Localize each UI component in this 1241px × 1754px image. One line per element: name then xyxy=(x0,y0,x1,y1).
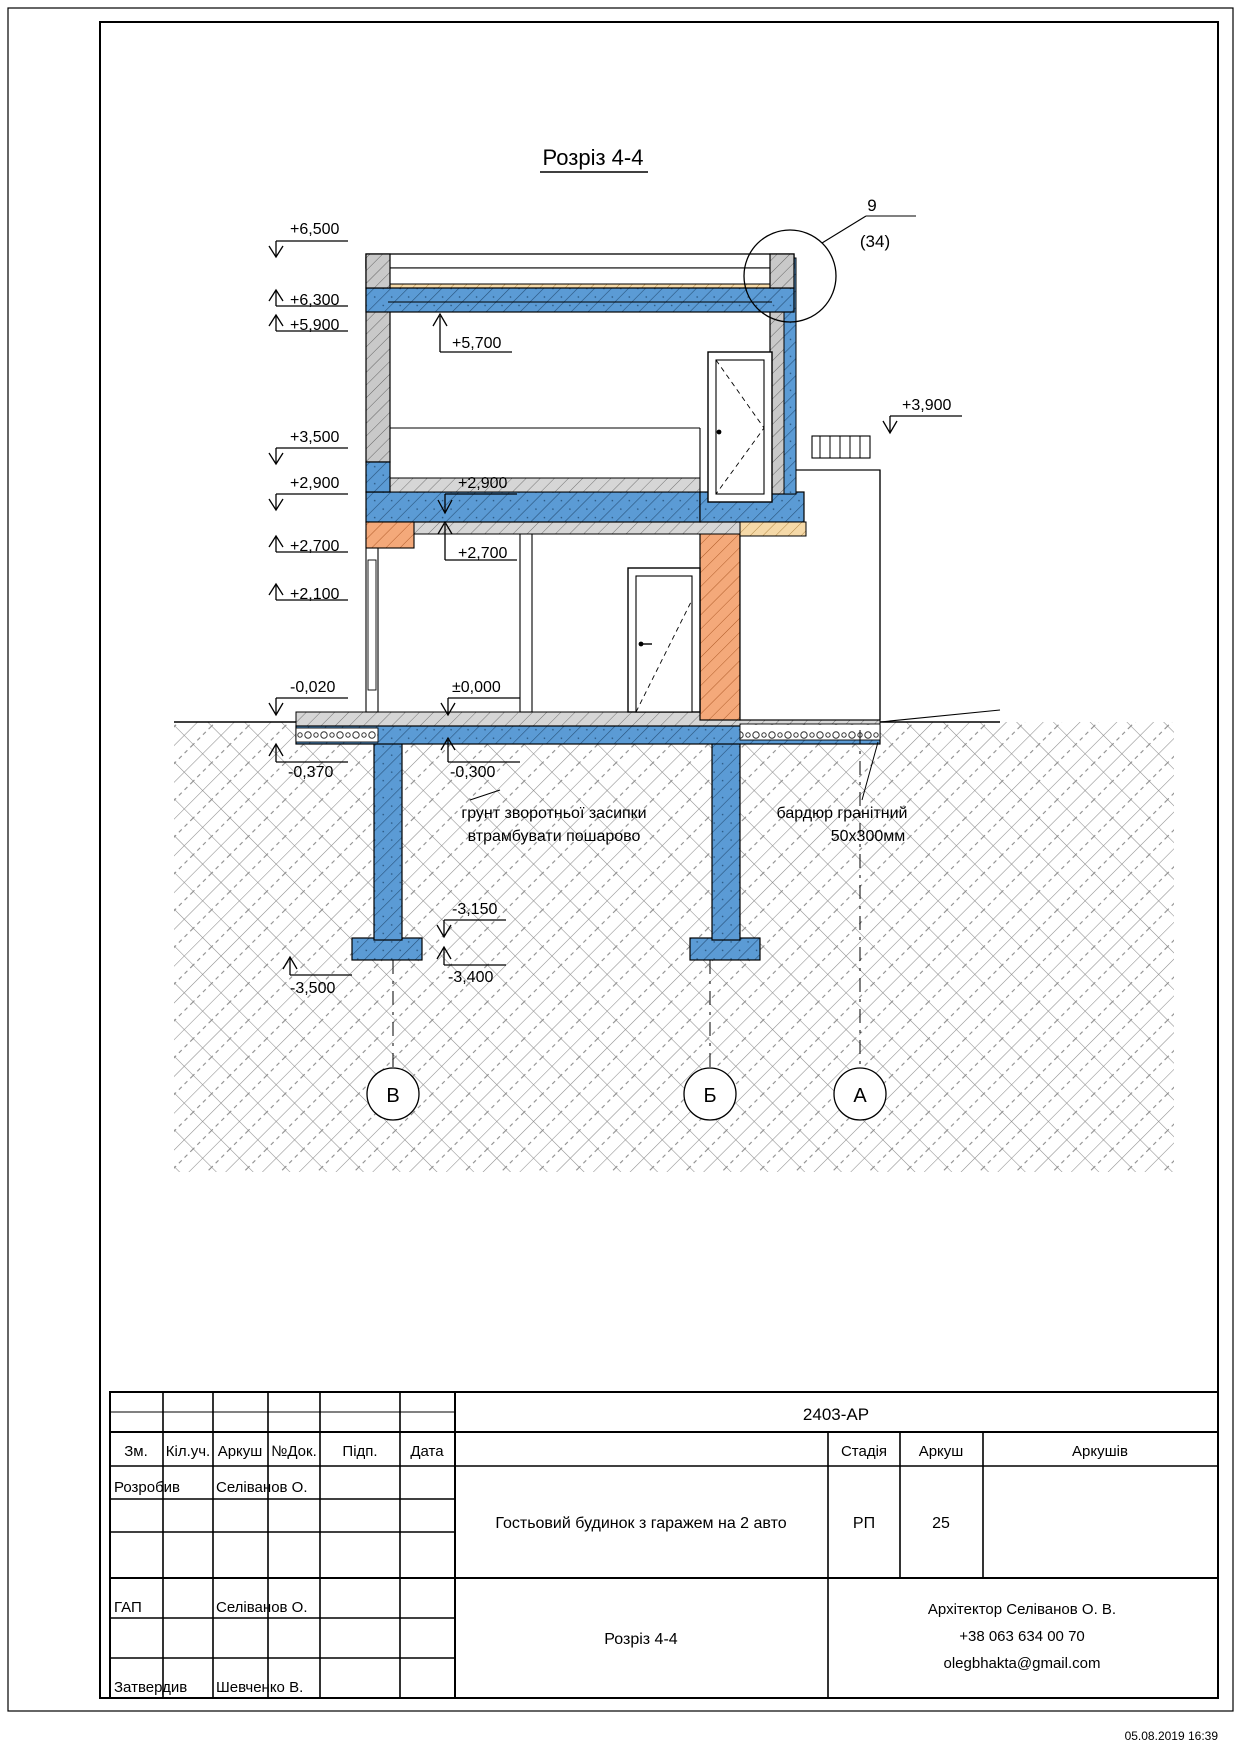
railing xyxy=(811,435,871,459)
level-marker: -3,400 xyxy=(436,945,506,986)
level-marker: +3,900 xyxy=(882,397,962,435)
role-label-0: Розробив xyxy=(114,1479,180,1496)
annotation-backfill-line1: грунт зворотньої засипки xyxy=(461,805,646,822)
level-label-inner-6: -3,400 xyxy=(448,969,493,986)
axis-bubble: Б xyxy=(683,1067,737,1121)
level-label-left-6: +2,100 xyxy=(290,586,339,603)
column-header-stadia: Стадія xyxy=(841,1443,887,1460)
level-marker: +2,700 xyxy=(437,520,517,562)
level-marker: ±0,000 xyxy=(440,679,520,717)
level-label-left-7: -0,020 xyxy=(290,679,335,696)
level-marker: +2,100 xyxy=(268,582,348,603)
title-block-sheet-name: Розріз 4-4 xyxy=(604,1631,677,1648)
level-label-inner-5: -3,150 xyxy=(452,901,497,918)
column-header-data: Дата xyxy=(410,1443,444,1460)
annotation-curb-line1: бардюр гранітний xyxy=(777,805,908,822)
role-label-1: ГАП xyxy=(114,1599,142,1616)
level-label-left-3: +3,500 xyxy=(290,429,339,446)
level-marker: +2,700 xyxy=(268,534,348,555)
axis-label-В: В xyxy=(386,1085,399,1107)
column-header-kil-uch: Кіл.уч. xyxy=(166,1443,210,1460)
detail-callout-reference: (34) xyxy=(860,232,890,251)
elevation-markers-left: +6,500 +6,300 +5,900 +3,500 +2,9 xyxy=(268,221,352,997)
column-header-pidp: Підп. xyxy=(342,1443,377,1460)
architect-name: Архітектор Селіванов О. В. xyxy=(928,1601,1116,1618)
level-label-left-4: +2,900 xyxy=(290,475,339,492)
drawing-title-text: Розріз 4-4 xyxy=(543,145,644,170)
level-label-inner-3: ±0,000 xyxy=(452,679,501,696)
column-header-arkushiv: Аркушів xyxy=(1072,1443,1128,1460)
column-header-arkush: Аркуш xyxy=(218,1443,263,1460)
level-marker: -3,150 xyxy=(436,901,506,939)
role-name-1: Селіванов О. xyxy=(216,1599,308,1616)
drawing-title: Розріз 4-4 xyxy=(540,145,648,173)
level-marker: +5,900 xyxy=(268,313,348,334)
detail-callout: 9 (34) xyxy=(743,196,916,323)
foundation-left xyxy=(351,721,423,961)
level-marker: -0,300 xyxy=(440,736,520,781)
detail-callout-number: 9 xyxy=(867,196,876,215)
level-marker: +6,300 xyxy=(268,288,348,309)
level-label-inner-0: +5,700 xyxy=(452,335,501,352)
axis-label-Б: Б xyxy=(703,1085,716,1107)
foundation-right xyxy=(689,721,761,961)
level-label-left-1: +6,300 xyxy=(290,292,339,309)
column-header-arkush2: Аркуш xyxy=(919,1443,964,1460)
level-label-left-9: -3,500 xyxy=(290,980,335,997)
architect-email: olegbhakta@gmail.com xyxy=(944,1655,1101,1672)
level-marker: -0,370 xyxy=(268,742,348,781)
roof-assembly xyxy=(365,253,795,313)
axis-bubble: В xyxy=(366,1067,420,1121)
footer-timestamp-text: 05.08.2019 16:39 xyxy=(1125,1729,1219,1743)
level-marker: +6,500 xyxy=(268,221,348,259)
annotation-curb-line2: 50х300мм xyxy=(831,828,906,845)
level-marker: +2,900 xyxy=(268,475,348,512)
axis-bubble: А xyxy=(833,1067,887,1121)
first-floor-slab xyxy=(365,477,807,549)
level-label-left-5: +2,700 xyxy=(290,538,339,555)
soil-body xyxy=(174,709,1174,1172)
elevation-markers-inner: +5,700 +2,900 +2,700 ±0,000 -0,3 xyxy=(432,312,520,986)
axis-label-А: А xyxy=(853,1085,867,1107)
title-block-sheet-value: 25 xyxy=(932,1515,950,1532)
level-label-right-0: +3,900 xyxy=(902,397,951,414)
level-marker: -3,500 xyxy=(282,955,352,997)
column-header-zm: Зм. xyxy=(124,1443,148,1460)
annotation-backfill-line2: втрамбувати пошарово xyxy=(468,828,641,845)
level-marker: -0,020 xyxy=(268,679,348,717)
level-label-inner-4: -0,300 xyxy=(450,764,495,781)
level-label-inner-2: +2,700 xyxy=(458,545,507,562)
title-block-object-name: Гостьовий будинок з гаражем на 2 авто xyxy=(495,1515,786,1532)
role-label-2: Затвердив xyxy=(114,1679,187,1696)
role-name-0: Селіванов О. xyxy=(216,1479,308,1496)
column-header-no-dok: №Док. xyxy=(271,1443,317,1460)
annotation-backfill: грунт зворотньої засипки втрамбувати пош… xyxy=(461,789,647,845)
level-marker: +5,700 xyxy=(432,312,512,353)
elevation-markers-right: +3,900 xyxy=(882,397,962,435)
level-marker: +3,500 xyxy=(268,429,348,466)
role-name-2: Шевченко В. xyxy=(216,1679,303,1696)
level-label-left-0: +6,500 xyxy=(290,221,339,238)
title-block-stage-value: РП xyxy=(853,1515,875,1532)
level-label-inner-1: +2,900 xyxy=(458,475,507,492)
annotation-curb: бардюр гранітний 50х300мм xyxy=(777,741,908,845)
architect-phone: +38 063 634 00 70 xyxy=(959,1628,1085,1645)
title-block: 2403-AP Зм. Кіл.уч. Аркуш №Док. Підп. Да… xyxy=(109,1391,1219,1699)
level-marker: +2,900 xyxy=(437,475,517,515)
axis-grid: В Б А xyxy=(366,730,887,1121)
title-block-doc-code: 2403-AP xyxy=(803,1405,869,1424)
level-label-left-8: -0,370 xyxy=(288,764,333,781)
level-label-left-2: +5,900 xyxy=(290,317,339,334)
